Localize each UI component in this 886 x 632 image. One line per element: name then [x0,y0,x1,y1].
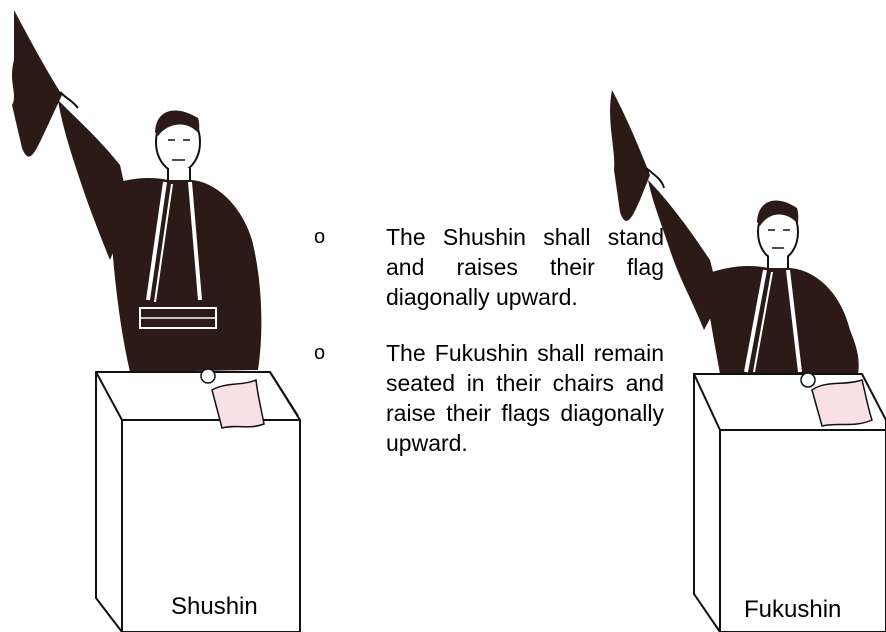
shushin-caption: Shushin [171,593,258,620]
fukushin-instruction: The Fukushin shall remain seated in thei… [386,340,664,456]
fukushin-dark-flag [610,90,650,221]
bullet-circle-icon: o [314,226,326,248]
fukushin-caption: Fukushin [744,596,842,623]
fukushin-robe [704,266,859,374]
fukushin-desk [693,373,886,632]
instruction-list: o The Shushin shall stand and raises the… [312,222,664,484]
list-item: o The Shushin shall stand and raises the… [312,222,664,312]
fukushin-illustration [610,90,886,632]
bullet-circle-icon: o [314,342,326,364]
shushin-instruction: The Shushin shall stand and raises their… [386,224,664,310]
shushin-illustration [12,10,301,632]
shushin-white-flag [211,378,265,429]
shushin-dark-flag [12,10,62,157]
fukushin-white-flag [811,379,873,427]
shushin-robe [108,177,262,372]
fukushin-raised-sleeve [648,180,720,330]
list-item: o The Fukushin shall remain seated in th… [312,338,664,458]
